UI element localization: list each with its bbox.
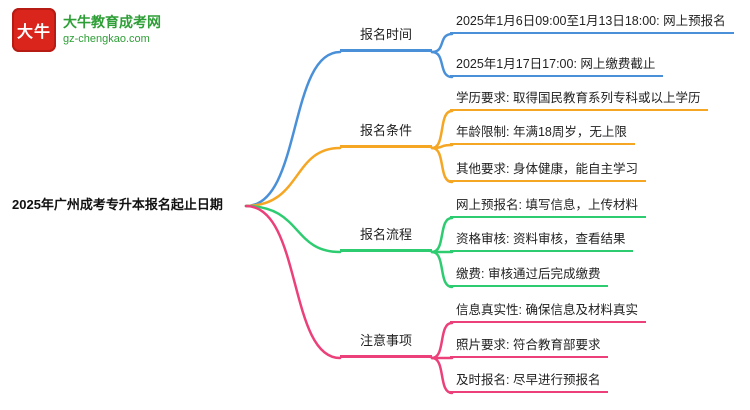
connector-branch2-leaf2 [430,250,454,289]
connector-branch1-leaf2 [430,146,454,184]
connector-branch3-leaf0 [430,321,454,360]
leaf-node: 2025年1月6日09:00至1月13日18:00: 网上预报名 [450,13,734,34]
leaf-node: 2025年1月17日17:00: 网上缴费截止 [450,56,664,77]
connector-branch3-leaf2 [430,356,454,395]
leaf-node: 资格审核: 资料审核，查看结果 [450,231,634,252]
leaf-node: 其他要求: 身体健康，能自主学习 [450,161,646,182]
connector-center-branch-3 [244,204,342,360]
leaf-node: 网上预报名: 填写信息，上传材料 [450,197,646,218]
central-topic: 2025年广州成考专升本报名起止日期 [12,197,223,212]
branch-node-time: 报名时间 [340,27,432,52]
logo: 大牛 大牛教育成考网 gz-chengkao.com [12,8,161,52]
branch-node-notes: 注意事项 [340,333,432,358]
leaf-node: 照片要求: 符合教育部要求 [450,337,609,358]
logo-text: 大牛教育成考网 gz-chengkao.com [63,8,161,46]
connector-center-branch-1 [244,146,342,208]
leaf-node: 缴费: 审核通过后完成缴费 [450,266,609,287]
leaf-node: 信息真实性: 确保信息及材料真实 [450,302,646,323]
leaf-node: 及时报名: 尽早进行预报名 [450,372,609,393]
logo-mark-text: 大牛 [16,24,51,41]
connector-branch1-leaf0 [430,109,454,150]
connector-center-branch-0 [244,50,342,208]
leaf-node: 年龄限制: 年满18周岁，无上限 [450,124,635,145]
connector-branch0-leaf0 [430,32,454,54]
branch-node-conditions: 报名条件 [340,123,432,148]
connector-branch2-leaf0 [430,216,454,254]
branch-node-process: 报名流程 [340,227,432,252]
site-name: 大牛教育成考网 [63,14,161,30]
connector-branch0-leaf1 [430,50,454,79]
connector-center-branch-2 [244,204,342,254]
site-url: gz-chengkao.com [63,33,150,45]
logo-mark: 大牛 [12,8,56,52]
leaf-node: 学历要求: 取得国民教育系列专科或以上学历 [450,90,709,111]
